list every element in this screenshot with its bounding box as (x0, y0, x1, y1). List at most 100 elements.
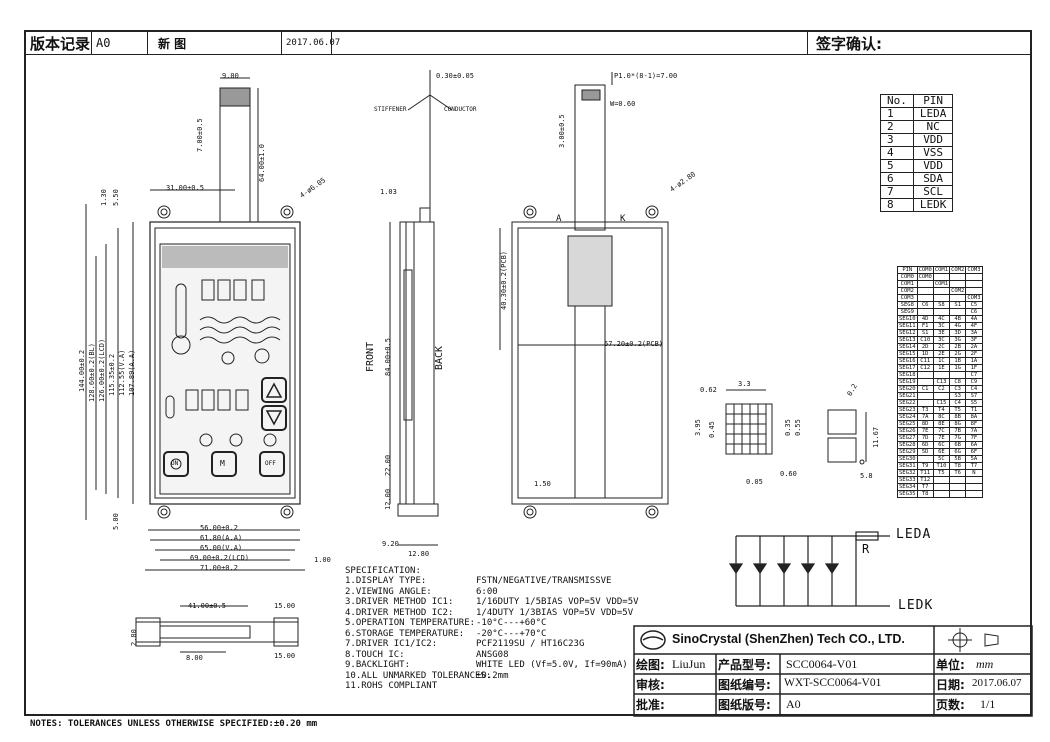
approve-label: 批准: (636, 698, 665, 712)
com-seg-cell (965, 490, 983, 498)
dim-side-5: 9.20 (382, 540, 399, 548)
com-seg-cell: T7 (916, 483, 934, 491)
detail-a-dim-7: 0.05 (746, 478, 763, 486)
com-seg-cell: SEG18 (897, 371, 918, 379)
com-seg-cell: T7 (965, 462, 983, 470)
com-seg-cell: T5 (949, 406, 967, 414)
com-seg-cell (965, 476, 983, 484)
spec-item-label: 1.DISPLAY TYPE: (345, 576, 427, 586)
detail-a-dim-3: 3.95 (694, 419, 702, 436)
com-seg-cell: C10 (916, 336, 934, 344)
spec-labels: 1.DISPLAY TYPE:2.VIEWING ANGLE:3.DRIVER … (345, 576, 491, 692)
dim-w6: 1.00 (314, 556, 331, 564)
key-on-label: ON (171, 460, 179, 467)
com-seg-cell: 4F (965, 322, 983, 330)
com-seg-cell: C2 (932, 385, 951, 393)
com-seg-cell: C12 (916, 364, 934, 372)
com-seg-cell: 1B (949, 357, 967, 365)
detail-b-dim-3: 5.8 (860, 472, 873, 480)
dim-total-h: 144.00±0.2 (78, 349, 86, 392)
dim-aa-h: 107.89(A.A) (128, 349, 136, 396)
com-seg-cell: SEG28 (897, 441, 918, 449)
unit-label: 单位: (936, 658, 965, 672)
com-seg-cell: 7F (965, 434, 983, 442)
com-seg-cell: 3C (932, 322, 951, 330)
com-seg-cell: T3 (916, 406, 934, 414)
com-seg-cell: COM2 (949, 266, 967, 274)
pin-name-cell: LEDA (912, 107, 954, 121)
detail-a-dim-4: 0.45 (708, 421, 716, 438)
spec-item-value: 6:00 (476, 586, 498, 597)
bottom-dim-5: 15.00 (274, 652, 296, 660)
com-seg-cell: 5B (949, 455, 967, 463)
com-seg-cell: SEG14 (897, 343, 918, 351)
com-seg-cell: C11 (916, 357, 934, 365)
com-seg-cell (932, 273, 951, 281)
com-seg-cell: 7G (949, 434, 967, 442)
com-seg-cell (916, 378, 934, 386)
dim-top-2: 5.50 (112, 189, 120, 206)
com-seg-cell (916, 287, 934, 295)
com-seg-cell: 6F (965, 448, 983, 456)
drawing-no-value: WXT-SCC0064-V01 (784, 677, 882, 689)
com-seg-cell: 8G (949, 420, 967, 428)
key-off-label: OFF (265, 460, 276, 467)
spec-item-label: 6.STORAGE TEMPERATURE: (345, 628, 465, 639)
com-seg-cell: C4 (949, 399, 967, 407)
spec-item-label: 9.BACKLIGHT: (345, 660, 411, 670)
spec-item-value: 1/16DUTY 1/5BIAS VOP=5V VDD=5V (476, 597, 639, 607)
bottom-dim-2: 15.00 (274, 602, 296, 610)
com-seg-cell: SEG25 (897, 420, 918, 428)
spec-item-label: 4.DRIVER METHOD IC2: (345, 607, 454, 618)
com-seg-cell: SEG8 (897, 301, 918, 309)
com-seg-cell: 7B (949, 427, 967, 435)
company-logo-icon (640, 630, 666, 650)
conductor-label: CONDUCTOR (444, 106, 477, 113)
drawing-ver-value: A0 (786, 697, 801, 711)
com-seg-cell (949, 308, 967, 316)
com-seg-cell: SEG20 (897, 385, 918, 393)
com-seg-cell: 3D (949, 329, 967, 337)
com-seg-cell: 2D (916, 343, 934, 351)
com-seg-cell: 4C (932, 315, 951, 323)
com-seg-cell (932, 476, 951, 484)
com-seg-cell: SEG34 (897, 483, 918, 491)
pin-number-cell: No. (880, 94, 914, 108)
com-seg-cell: 8A (965, 413, 983, 421)
com-seg-cell: 3C (932, 336, 951, 344)
com-seg-cell: C8 (949, 378, 967, 386)
com-seg-cell: S1 (949, 301, 967, 309)
header-divider (24, 54, 1032, 55)
detail-a-dim-2: 0.62 (700, 386, 717, 394)
drawing-frame (24, 30, 1032, 716)
version-desc: 新 图 (148, 32, 282, 54)
dim-fpc-tail-back: 3.00±0.5 (558, 114, 566, 148)
com-seg-cell: C1 (916, 385, 934, 393)
com-seg-cell: COM0 (897, 273, 918, 281)
spec-item-label: 3.DRIVER METHOD IC1: (345, 597, 454, 607)
com-seg-cell: T10 (932, 462, 951, 470)
pin-number-cell: 4 (880, 146, 914, 160)
spec-item-value: -20°C---+70°C (476, 628, 547, 639)
dim-side-1: 1.03 (380, 188, 397, 196)
dim-side-4: 12.00 (384, 488, 392, 510)
com-seg-cell: F1 (916, 322, 934, 330)
drawing-no-label: 图纸编号: (718, 678, 771, 692)
com-seg-cell (949, 483, 967, 491)
led-circuit (728, 531, 890, 607)
